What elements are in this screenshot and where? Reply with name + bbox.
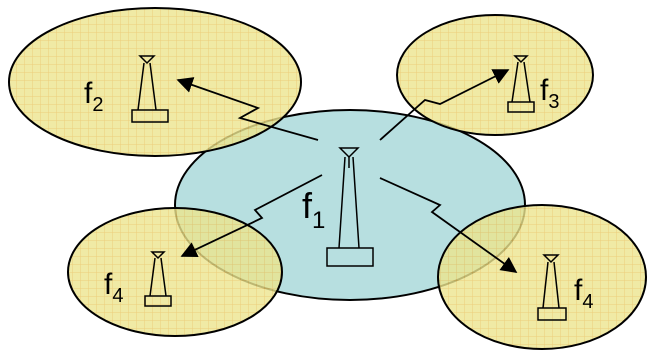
cell-label-top-right: f3 [540,74,559,113]
antenna-tower-icon-bottom-right [537,254,567,321]
link-to-bottom-right [379,177,518,273]
antenna-tower-icon-top-left [131,55,169,123]
small-cell-bottom-left [67,207,283,337]
small-cell-top-right [396,14,594,136]
center-cell-label: f1 [302,185,325,234]
small-cell-bottom-right [437,204,647,350]
cell-label-bottom-right: f4 [574,274,593,313]
cell-label-top-left: f2 [84,77,103,116]
center-antenna-tower-icon [326,147,374,267]
small-cell-top-left [8,7,302,157]
antenna-tower-icon-bottom-left [144,251,172,307]
antenna-tower-icon-top-right [507,55,535,113]
link-to-bottom-left [180,174,323,258]
cell-label-bottom-left: f4 [104,268,123,307]
link-to-top-left [176,77,319,141]
link-to-top-right [379,69,510,141]
